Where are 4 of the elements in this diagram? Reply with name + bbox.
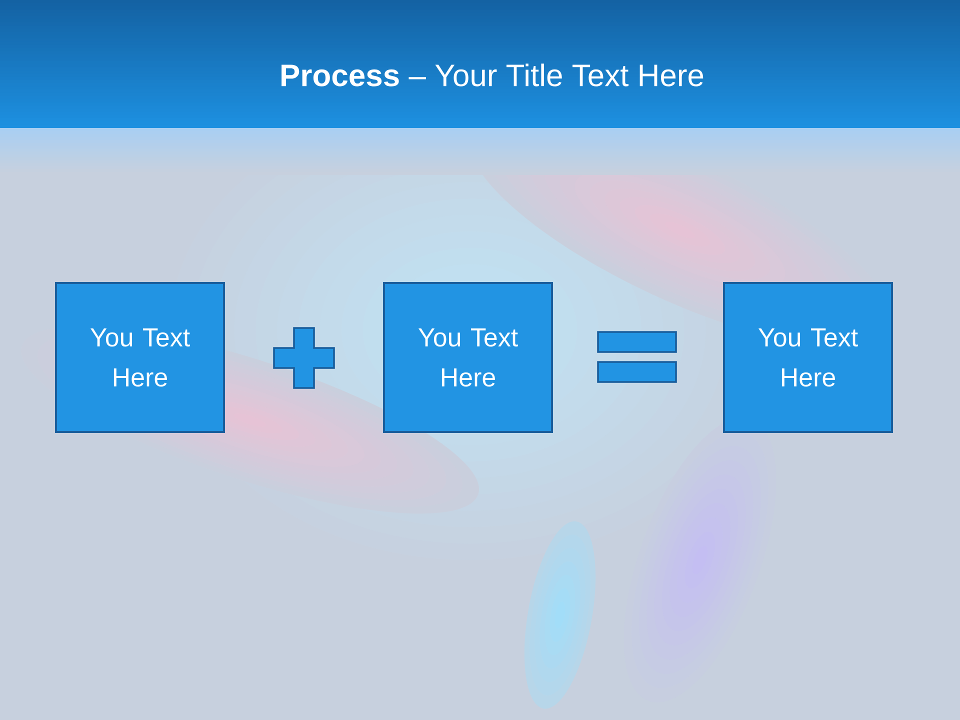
text-box: You Text Here bbox=[383, 282, 553, 433]
text-box: You Text Here bbox=[55, 282, 225, 433]
text-box: You Text Here bbox=[723, 282, 894, 433]
title: Process – Your Title Text Here bbox=[282, 64, 704, 86]
